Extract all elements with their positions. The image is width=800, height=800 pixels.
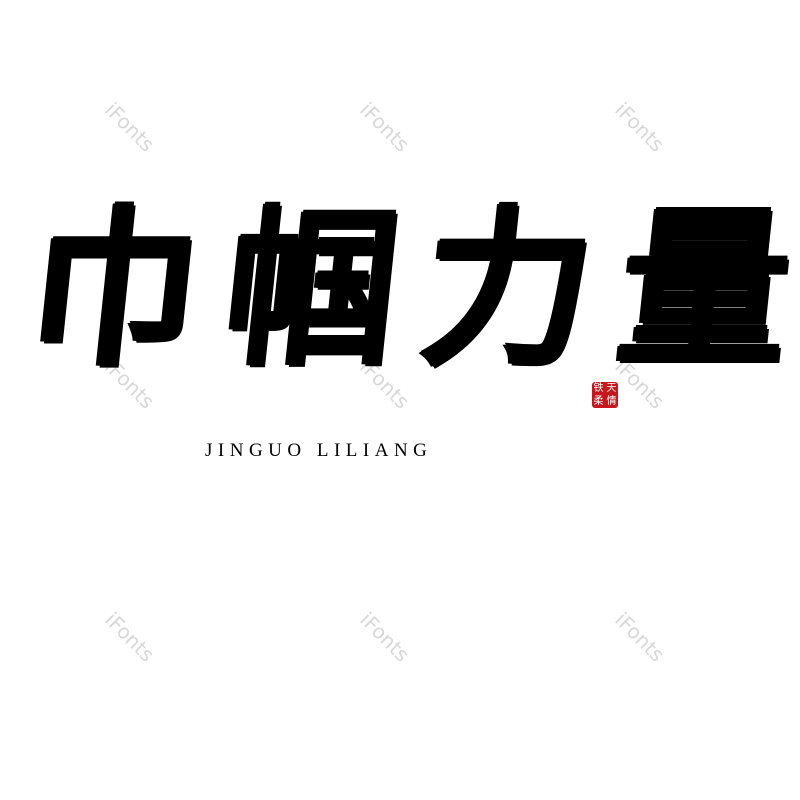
title-char: 力 [412, 190, 594, 390]
watermark: iFonts [610, 97, 670, 157]
seal-char: 情 [606, 396, 617, 407]
calligraphy-title: 巾 帼 力 量 [19, 190, 790, 390]
seal-char: 柔 [593, 396, 604, 407]
title-char: 巾 [19, 190, 201, 390]
subtitle-pinyin: JINGUO LILIANG [205, 440, 433, 461]
title-char: 帼 [216, 190, 398, 390]
watermark: iFonts [610, 607, 670, 667]
watermark: iFonts [355, 607, 415, 667]
red-seal-stamp: 铁 天 柔 情 [592, 382, 618, 408]
watermark: iFonts [355, 97, 415, 157]
title-char: 量 [609, 190, 791, 390]
seal-char: 天 [606, 383, 617, 394]
seal-char: 铁 [593, 383, 604, 394]
watermark: iFonts [100, 607, 160, 667]
watermark: iFonts [100, 97, 160, 157]
